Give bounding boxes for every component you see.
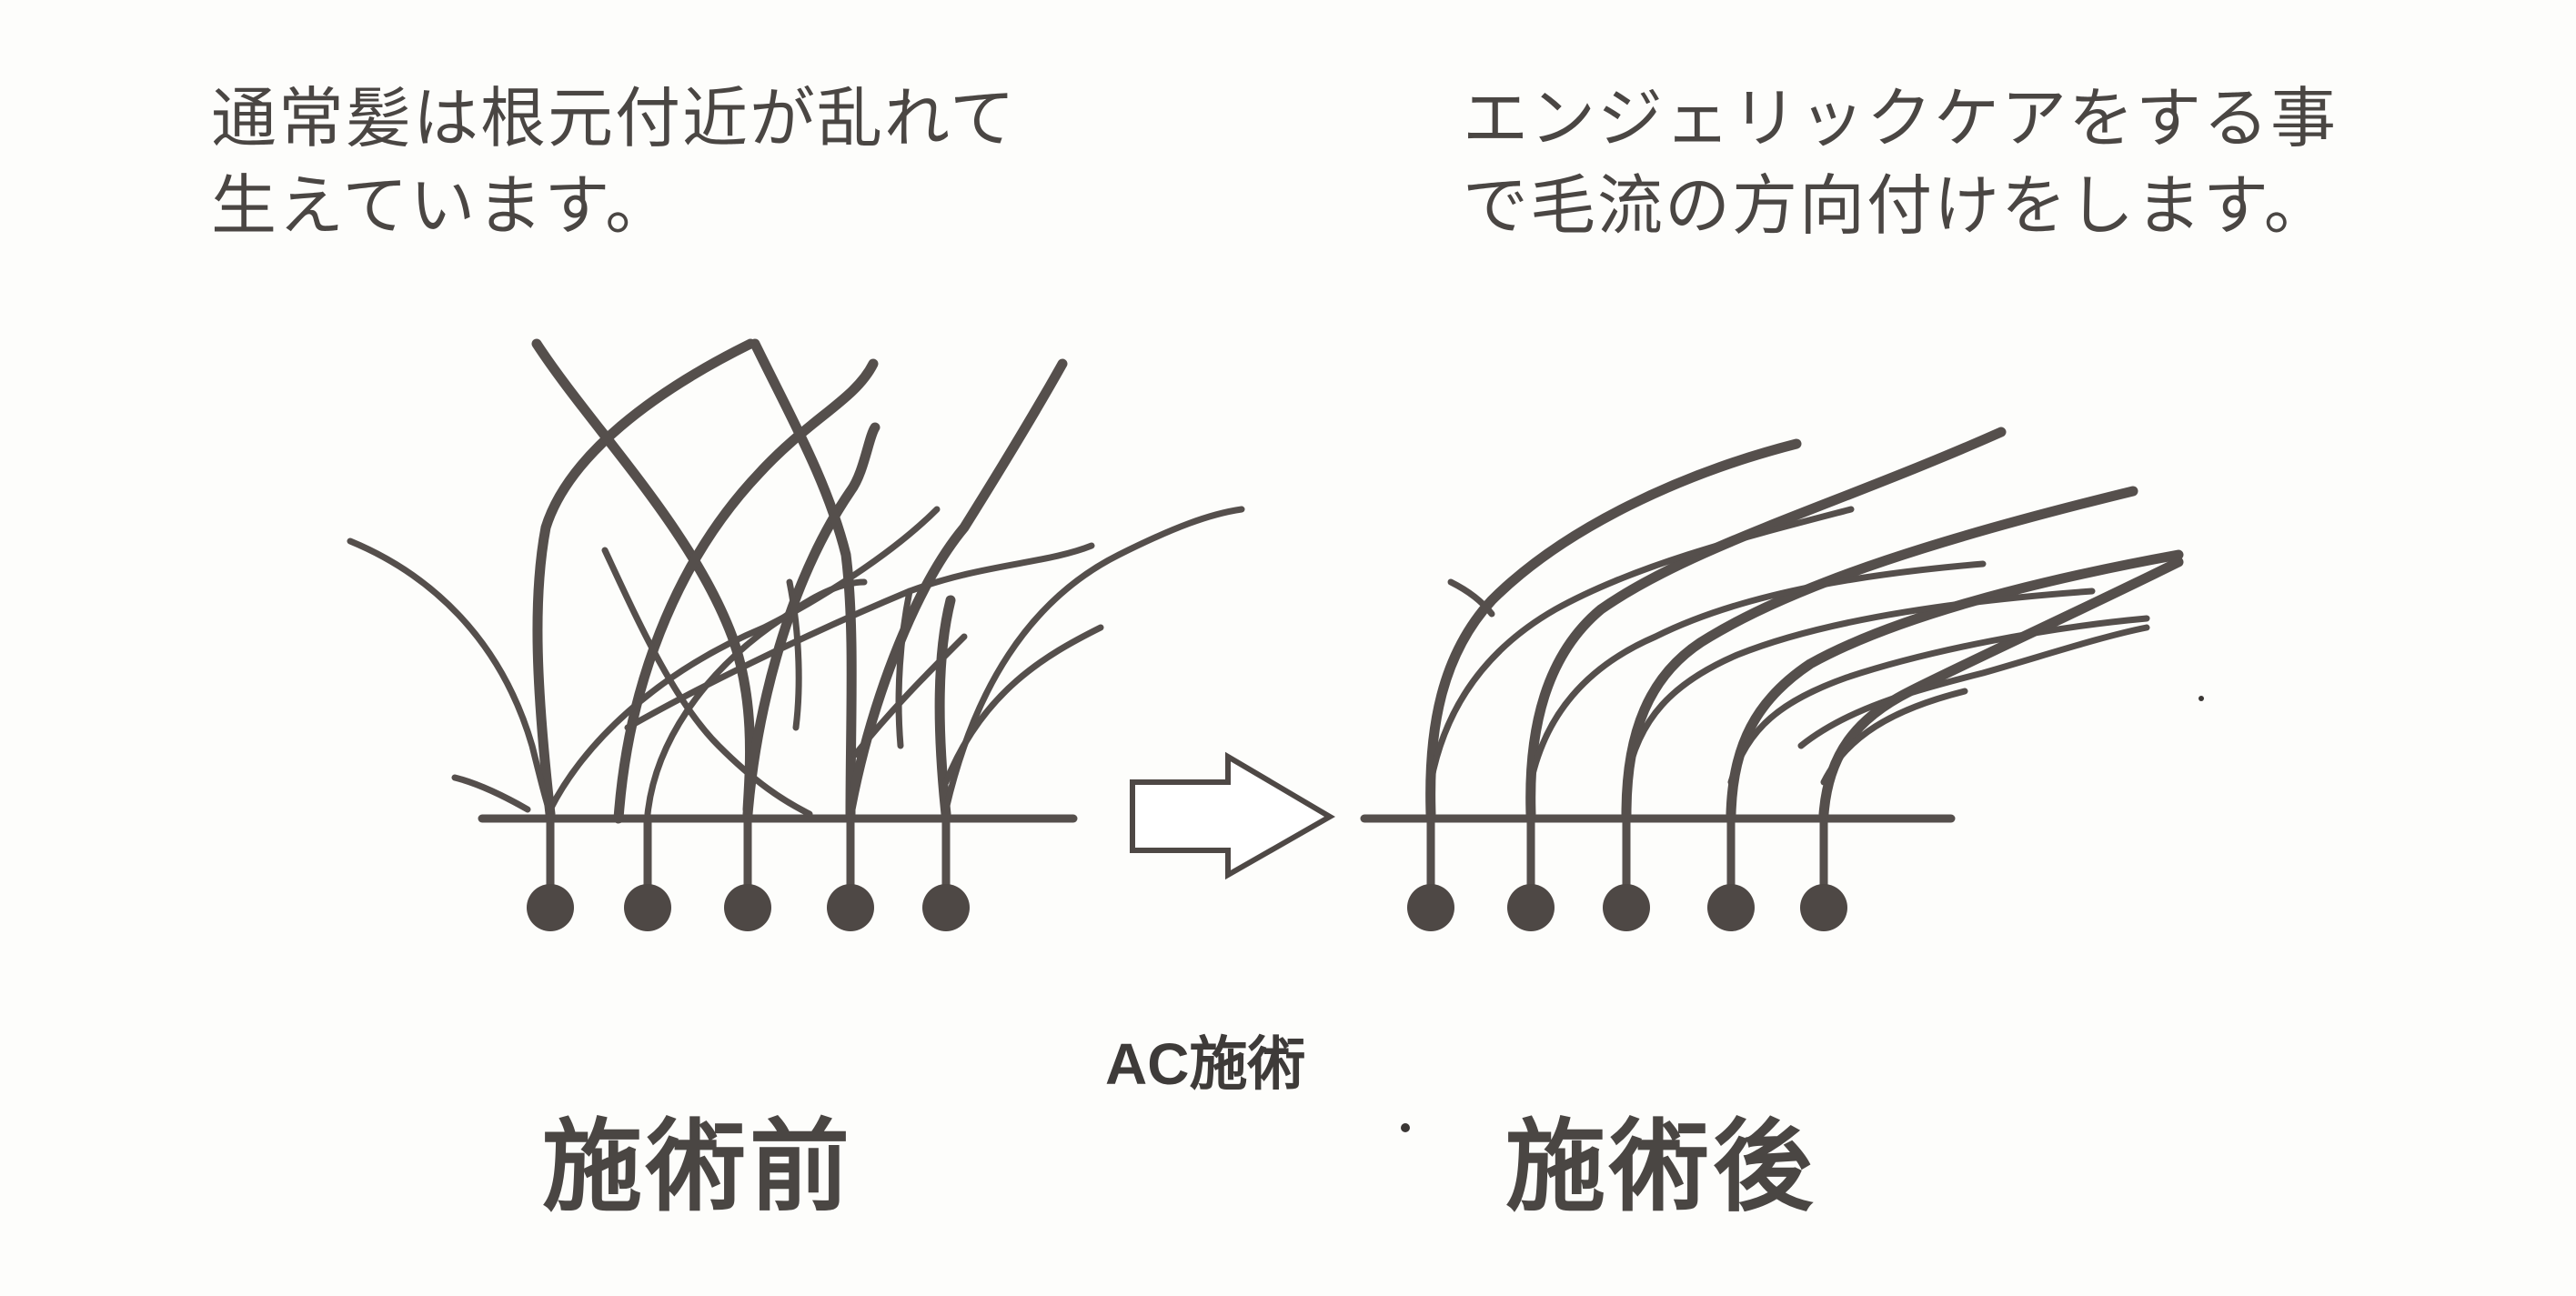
arrow-label: AC施術 bbox=[1105, 1031, 1306, 1097]
before-follicle-bulbs bbox=[527, 884, 970, 931]
scan-specks bbox=[1401, 696, 2204, 1132]
after-title: 施術後 bbox=[1505, 1109, 1816, 1225]
before-hair-illustration bbox=[347, 338, 1245, 931]
after-thin-hairs bbox=[1427, 506, 2150, 786]
before-thick-hairs bbox=[531, 338, 1068, 824]
after-thick-hairs bbox=[1425, 427, 2184, 819]
before-caption: 通常髪は根元付近が乱れて 生えています。 bbox=[211, 75, 1017, 249]
after-caption-line-1: エンジェリックケアをする事 bbox=[1463, 80, 2339, 156]
after-hair-illustration bbox=[1360, 427, 2184, 931]
after-follicle-bulbs bbox=[1407, 884, 1847, 931]
before-title: 施術前 bbox=[542, 1109, 853, 1225]
transition-arrow bbox=[1130, 751, 1335, 880]
before-thin-hairs bbox=[347, 506, 1245, 818]
after-caption-line-2: で毛流の方向付けをします。 bbox=[1463, 167, 2331, 244]
after-caption: エンジェリックケアをする事 で毛流の方向付けをします。 bbox=[1463, 75, 2338, 249]
before-caption-line-2: 生えています。 bbox=[211, 167, 673, 244]
before-caption-line-1: 通常髪は根元付近が乱れて bbox=[211, 80, 1017, 156]
